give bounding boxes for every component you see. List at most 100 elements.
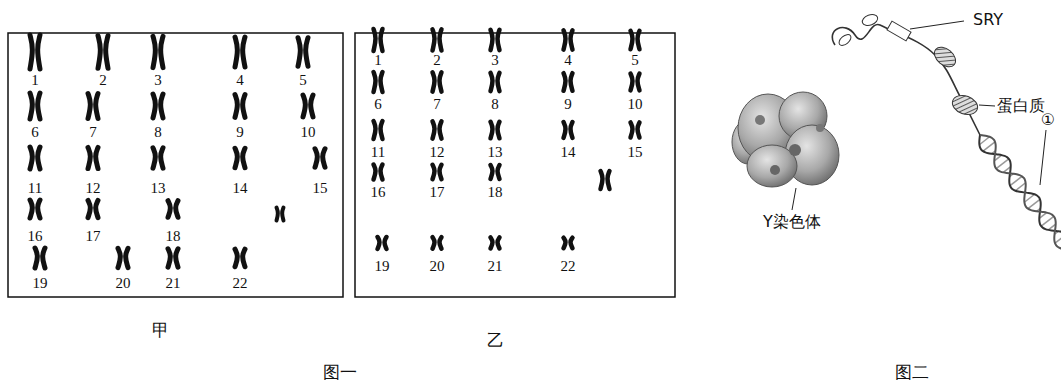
chromatid bbox=[96, 200, 98, 217]
chromatid bbox=[235, 148, 237, 167]
chromatid bbox=[631, 31, 633, 49]
chromosome-number: 11 bbox=[28, 180, 42, 197]
chromatid bbox=[96, 94, 98, 119]
chromatid bbox=[374, 72, 376, 92]
chromatid bbox=[440, 237, 442, 249]
chromosome-number: 13 bbox=[151, 180, 166, 197]
chromatin-spot bbox=[789, 144, 801, 156]
chromosome-number: 18 bbox=[488, 184, 503, 201]
chromatid bbox=[243, 37, 245, 67]
chromosome-number: 10 bbox=[628, 96, 643, 113]
chromosome-number: 15 bbox=[628, 144, 643, 161]
chromosome bbox=[168, 201, 178, 218]
chromosome-number: 16 bbox=[28, 228, 43, 245]
base-pair bbox=[1055, 234, 1061, 243]
chromosome-number: 9 bbox=[236, 124, 244, 141]
chromatid bbox=[153, 36, 155, 67]
chromatid bbox=[638, 122, 640, 137]
chromosome bbox=[374, 121, 383, 139]
chromosome-number: 8 bbox=[154, 124, 162, 141]
chromatid bbox=[564, 30, 566, 49]
chromosome bbox=[491, 237, 500, 248]
chromatid bbox=[378, 237, 380, 249]
chromosome bbox=[491, 165, 500, 179]
chromatid bbox=[381, 121, 383, 139]
chromatid bbox=[638, 74, 640, 91]
panel-label: 乙 bbox=[487, 331, 504, 350]
chromosome bbox=[235, 249, 245, 267]
chromosome-number: 5 bbox=[631, 52, 639, 69]
base-pair bbox=[1010, 176, 1022, 185]
base-pair bbox=[983, 142, 995, 151]
chromosome bbox=[88, 147, 98, 168]
chromosome bbox=[378, 237, 387, 249]
chromatid bbox=[88, 94, 90, 119]
chromosome bbox=[35, 248, 45, 268]
chromatid bbox=[30, 93, 32, 119]
panel-label: 甲 bbox=[152, 321, 169, 340]
chromosome bbox=[298, 38, 308, 67]
chromosome bbox=[30, 200, 40, 218]
chromosome bbox=[564, 73, 573, 91]
chromosome bbox=[153, 94, 163, 118]
chromatid bbox=[601, 171, 603, 189]
chromatid bbox=[161, 148, 163, 168]
chromosome bbox=[564, 122, 573, 138]
base-pair bbox=[1024, 194, 1034, 202]
chromatid bbox=[176, 249, 178, 267]
chromosome-number: 20 bbox=[430, 258, 445, 275]
chromosome-number: 22 bbox=[561, 258, 576, 275]
chromatid bbox=[381, 72, 383, 92]
chromosome-number: 17 bbox=[86, 228, 101, 245]
chromatid bbox=[440, 121, 442, 138]
chromatid bbox=[498, 122, 500, 139]
chromosome-number: 13 bbox=[488, 144, 503, 161]
chromatid bbox=[126, 248, 128, 267]
chromatid bbox=[571, 30, 573, 49]
chromosome bbox=[168, 249, 178, 267]
chromosome bbox=[30, 147, 40, 169]
chromosome-number: 21 bbox=[488, 258, 503, 275]
chromosome bbox=[30, 35, 40, 69]
base-pair bbox=[1060, 240, 1061, 248]
chromosome bbox=[433, 72, 442, 91]
chromosome-number: 4 bbox=[236, 72, 244, 89]
chromatid bbox=[43, 248, 45, 268]
chromosome bbox=[374, 72, 383, 92]
chromosome bbox=[564, 238, 573, 249]
part-label: 蛋白质 bbox=[997, 97, 1045, 115]
chromosome-number: 2 bbox=[433, 52, 441, 69]
chromatid bbox=[491, 237, 493, 248]
chromosome-number: 6 bbox=[31, 124, 39, 141]
chromatid bbox=[96, 147, 98, 168]
chromatid bbox=[88, 200, 90, 217]
base-pair bbox=[979, 137, 989, 145]
chromatid bbox=[30, 35, 32, 69]
chromosome-number: 21 bbox=[166, 275, 181, 292]
chromosome-number: 18 bbox=[166, 228, 181, 245]
chromatid bbox=[282, 208, 283, 221]
chromosome-number: 3 bbox=[491, 52, 499, 69]
chromatid bbox=[153, 148, 155, 168]
chromosome bbox=[315, 149, 325, 167]
chromosome bbox=[631, 31, 640, 49]
chromatid bbox=[381, 165, 383, 180]
chromatid bbox=[106, 36, 108, 69]
chromatid bbox=[381, 29, 383, 51]
chromatid bbox=[176, 201, 178, 218]
chromatid bbox=[243, 148, 245, 167]
chromatid bbox=[631, 74, 633, 91]
base-pair bbox=[1028, 199, 1040, 208]
chromatid bbox=[638, 31, 640, 49]
chromatid bbox=[306, 38, 308, 67]
leader-line bbox=[910, 21, 964, 29]
chromatid bbox=[440, 72, 442, 91]
chromatid bbox=[491, 165, 493, 179]
chromatid bbox=[168, 201, 170, 218]
chromosome bbox=[277, 208, 284, 221]
chromosome-number: 7 bbox=[433, 96, 441, 113]
chromatid bbox=[491, 30, 493, 50]
karyotype bbox=[30, 29, 640, 268]
chromatid bbox=[564, 122, 566, 138]
